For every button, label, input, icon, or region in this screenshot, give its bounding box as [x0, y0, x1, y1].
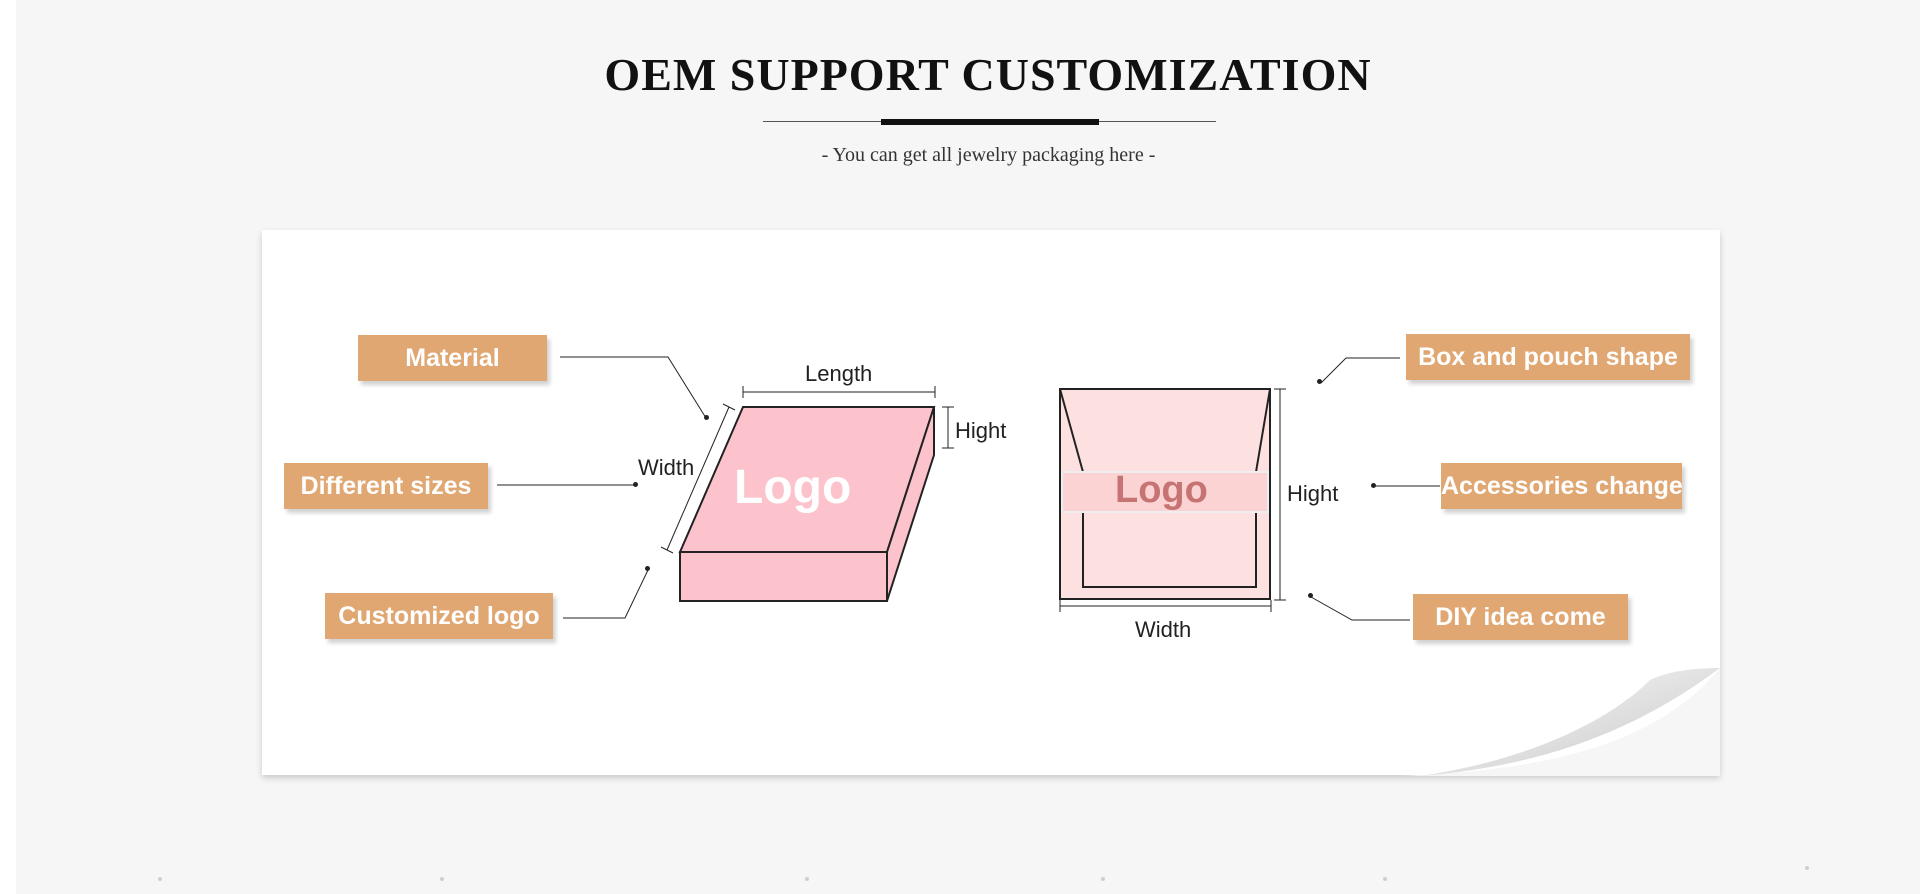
box-height-label: Hight — [955, 418, 1007, 443]
logo-leader-dot — [645, 566, 650, 571]
decor-dot — [158, 877, 162, 881]
page-curl-shadow — [1400, 668, 1720, 776]
decor-dot — [1101, 877, 1105, 881]
section-header: OEM SUPPORT CUSTOMIZATION - You can get … — [0, 0, 1920, 180]
tag-different-sizes: Different sizes — [284, 463, 488, 509]
box-logo-text: Logo — [734, 461, 852, 514]
tag-accessories-change: Accessories change — [1441, 463, 1683, 509]
box-side-face — [886, 406, 935, 602]
sizes-leader-dot — [633, 482, 638, 487]
diy-leader-dot — [1308, 593, 1313, 598]
pouch-inner-fold — [1059, 388, 1271, 588]
material-leader-line — [560, 356, 707, 419]
material-leader-dot — [704, 415, 709, 420]
pouch-height-label: Hight — [1287, 481, 1339, 506]
box-length-label: Length — [805, 361, 873, 386]
diy-leader-line — [1310, 596, 1410, 621]
decor-dot — [1383, 877, 1387, 881]
pouch-logo-text: Logo — [1115, 469, 1208, 511]
box-width-label: Width — [638, 455, 695, 480]
page-curl — [1420, 668, 1720, 776]
tag-diy-idea-come: DIY idea come — [1413, 594, 1628, 640]
decor-dot — [1805, 866, 1809, 870]
pouch-band — [1061, 471, 1269, 513]
decor-dot — [440, 877, 444, 881]
shape-leader-line — [1320, 357, 1400, 384]
tag-material: Material — [358, 335, 547, 381]
page-subtitle: - You can get all jewelry packaging here… — [821, 144, 1156, 166]
left-edge-strip — [0, 0, 16, 894]
box-front-face — [679, 551, 888, 602]
tag-box-and-pouch-shape: Box and pouch shape — [1406, 334, 1690, 380]
title-divider-accent — [881, 119, 1099, 125]
pouch-width-label: Width — [1135, 617, 1192, 642]
logo-leader-line — [563, 569, 649, 619]
page-title: OEM SUPPORT CUSTOMIZATION — [604, 49, 1372, 100]
accessories-leader-dot — [1371, 483, 1376, 488]
decor-dot — [805, 877, 809, 881]
tag-customized-logo: Customized logo — [325, 593, 553, 639]
shape-leader-dot — [1317, 379, 1322, 384]
